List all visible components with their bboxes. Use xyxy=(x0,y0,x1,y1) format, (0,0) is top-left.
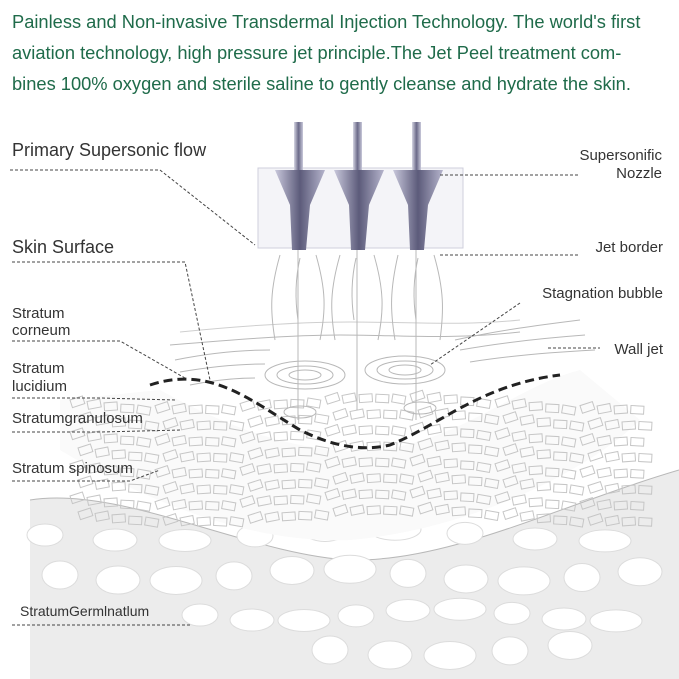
cell-shape xyxy=(605,451,619,461)
cell-shape xyxy=(529,498,543,507)
germinatlum-cell xyxy=(216,562,252,590)
cell-shape xyxy=(291,431,304,440)
cell-shape xyxy=(485,510,499,520)
cell-shape xyxy=(367,410,381,419)
cell-shape xyxy=(588,482,603,494)
germinatlum-cell xyxy=(93,529,137,551)
cell-shape xyxy=(359,394,373,403)
germinatlum-cell xyxy=(368,641,412,669)
cell-shape xyxy=(631,438,644,447)
label-jet-border: Jet border xyxy=(595,239,663,256)
germinatlum-cell xyxy=(42,561,78,589)
germinatlum-cell xyxy=(447,522,483,544)
cell-shape xyxy=(631,406,644,415)
germinatlum-cell xyxy=(159,529,211,551)
cell-shape xyxy=(137,501,151,511)
germinatlum-cell xyxy=(424,641,476,669)
germinatlum-cell xyxy=(324,555,376,583)
label-corneum-2: corneum xyxy=(12,322,70,339)
cell-shape xyxy=(333,409,348,421)
cell-shape xyxy=(427,392,441,402)
germinatlum-cell xyxy=(150,566,202,594)
cell-shape xyxy=(376,394,389,403)
germinatlum-cell xyxy=(618,558,662,586)
cell-shape xyxy=(325,393,340,405)
germinatlum-cell xyxy=(386,599,430,621)
cell-shape xyxy=(342,393,356,403)
germinatlum-cell xyxy=(270,556,314,584)
cell-shape xyxy=(248,416,263,428)
germinatlum-cell xyxy=(230,609,274,631)
cell-shape xyxy=(350,409,364,419)
cell-shape xyxy=(503,508,518,520)
cell-shape xyxy=(392,426,406,436)
label-lucidium-2: lucidium xyxy=(12,378,67,395)
germinatlum-cell xyxy=(434,598,486,620)
label-spinosum: Stratum spinosum xyxy=(12,460,133,477)
cell-shape xyxy=(78,476,93,488)
germinatlum-cell xyxy=(564,563,600,591)
germinatlum-cell xyxy=(338,605,374,627)
cell-shape xyxy=(325,425,340,437)
cell-shape xyxy=(222,405,236,415)
cell-shape xyxy=(274,400,288,409)
germinatlum-cell xyxy=(498,567,550,595)
cell-shape xyxy=(622,453,636,462)
cell-shape xyxy=(570,485,584,495)
germinatlum-cell xyxy=(312,636,348,664)
label-nozzle-2: Nozzle xyxy=(616,165,662,182)
cell-shape xyxy=(315,414,329,424)
germinatlum-cell xyxy=(444,565,488,593)
cell-shape xyxy=(597,467,611,477)
germinatlum-cell xyxy=(96,566,140,594)
cell-shape xyxy=(410,390,425,402)
label-lucidium-1: Stratum xyxy=(12,360,65,377)
label-germinatlum: StratumGermlnatlum xyxy=(20,603,149,619)
cell-shape xyxy=(384,410,397,419)
germinatlum-cell xyxy=(513,528,557,550)
cell-shape xyxy=(265,416,279,426)
germinatlum-cell xyxy=(182,604,218,626)
label-nozzle-1: Supersonific xyxy=(579,147,662,164)
label-stagnation-bubble: Stagnation bubble xyxy=(542,285,663,302)
germinatlum-cell xyxy=(390,559,426,587)
germinatlum-cell xyxy=(27,524,63,546)
cell-shape xyxy=(359,426,373,435)
label-wall-jet: Wall jet xyxy=(614,341,663,358)
germinatlum-cell xyxy=(492,637,528,665)
cell-shape xyxy=(639,422,652,431)
cell-shape xyxy=(444,395,458,404)
label-granulosum: Stratumgranulosum xyxy=(12,410,143,427)
label-corneum-1: Stratum xyxy=(12,305,65,322)
cell-shape xyxy=(376,426,389,435)
cell-shape xyxy=(520,511,534,521)
cell-shape xyxy=(614,469,628,478)
cell-shape xyxy=(392,394,406,404)
cell-shape xyxy=(580,466,595,478)
cell-shape xyxy=(639,454,652,463)
cell-shape xyxy=(631,470,644,479)
germinatlum-cell xyxy=(494,602,530,624)
germinatlum-cell xyxy=(548,631,592,659)
germinatlum-cell xyxy=(278,609,330,631)
cell-shape xyxy=(554,484,567,493)
germinatlum-cell xyxy=(590,610,642,632)
cell-shape xyxy=(240,400,255,412)
label-primary-flow: Primary Supersonic flow xyxy=(12,140,207,160)
cell-shape xyxy=(342,425,356,435)
germinatlum-cell xyxy=(542,608,586,630)
cell-shape xyxy=(546,500,559,509)
germinatlum-cell xyxy=(579,530,631,552)
label-skin-surface: Skin Surface xyxy=(12,237,114,257)
cell-shape xyxy=(206,405,219,414)
